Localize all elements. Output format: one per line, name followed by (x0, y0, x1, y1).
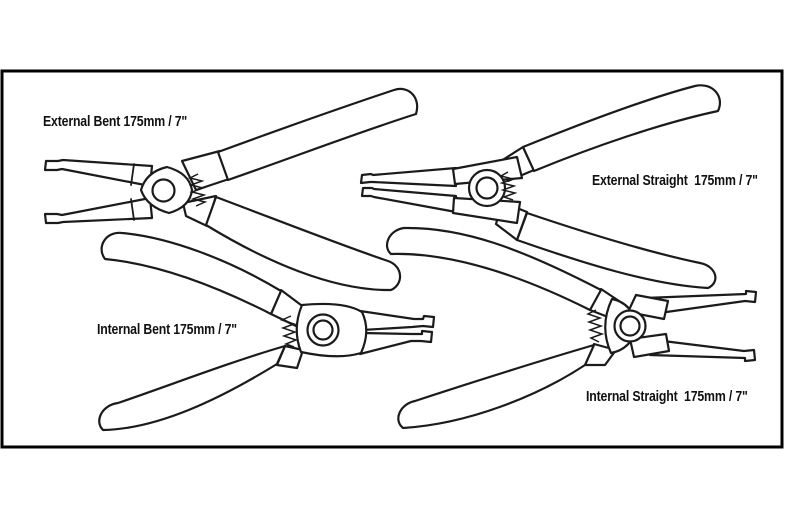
lower-jaw-pin-tip (358, 329, 434, 356)
pivot-hole (619, 315, 641, 337)
label-external-bent: External Bent 175mm / 7" (43, 113, 188, 130)
lower-handle-grip (98, 344, 287, 432)
upper-handle-grip (386, 226, 603, 312)
lower-jaw-bent-tip (43, 196, 154, 225)
upper-jaw-pin-tip (358, 309, 436, 332)
pivot-hole (475, 176, 499, 200)
lower-jaw-boss (628, 332, 671, 359)
lower-jaw-joint-line (130, 198, 135, 221)
diagram-border (0, 69, 784, 449)
upper-jaw-bent-tip (43, 158, 154, 188)
pivot-hole (312, 319, 334, 341)
upper-handle-grip (521, 84, 721, 173)
ratchet-teeth (187, 173, 208, 207)
lower-jaw-pin-tip (648, 338, 757, 363)
internal-straight-pliers-drawing (386, 226, 758, 430)
internal-bent-pliers-drawing (98, 231, 436, 432)
external-straight-pliers-drawing (359, 84, 721, 290)
lower-handle-grip (397, 343, 596, 430)
lower-handle-grip (204, 195, 402, 292)
external-bent-pliers-drawing (43, 87, 419, 292)
upper-jaw-joint-line (130, 163, 135, 186)
upper-handle-grip (216, 87, 419, 182)
upper-jaw-pin-tip (643, 289, 758, 316)
lower-jaw-straight-tip (360, 186, 458, 214)
pivot-hole (151, 178, 176, 203)
upper-handle-grip (100, 231, 283, 316)
label-internal-straight: Internal Straight 175mm / 7" (586, 388, 748, 405)
label-internal-bent: Internal Bent 175mm / 7" (97, 321, 237, 338)
ratchet-teeth (499, 171, 518, 201)
lower-handle-grip (515, 211, 717, 290)
label-external-straight: External Straight 175mm / 7" (592, 172, 758, 189)
ratchet-teeth (586, 309, 605, 343)
upper-jaw-straight-tip (359, 166, 458, 188)
ratchet-teeth (279, 315, 299, 348)
